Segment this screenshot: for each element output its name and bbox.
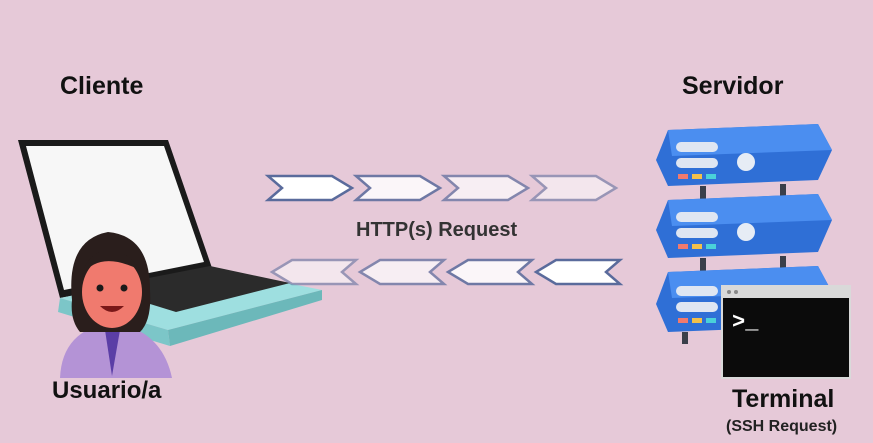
response-arrow-2 <box>445 258 536 286</box>
terminal-window-icon: >_ <box>721 285 851 379</box>
response-arrow-3 <box>357 258 448 286</box>
response-arrow-4 <box>269 258 360 286</box>
user-label: Usuario/a <box>52 377 162 404</box>
request-arrows <box>264 174 619 202</box>
request-arrow-3 <box>440 174 531 202</box>
response-arrow-1 <box>533 258 624 286</box>
ssh-request-label: (SSH Request) <box>726 418 838 435</box>
response-arrows <box>269 258 624 286</box>
request-arrow-2 <box>352 174 443 202</box>
laptop-icon <box>18 140 322 346</box>
request-arrow-1 <box>264 174 355 202</box>
client-title: Cliente <box>60 72 144 100</box>
http-request-label: HTTP(s) Request <box>356 219 518 241</box>
terminal-title: Terminal <box>732 385 835 413</box>
server-unit-1 <box>656 124 832 186</box>
server-title: Servidor <box>682 72 784 100</box>
user-avatar-icon <box>60 232 172 378</box>
terminal-prompt: >_ <box>732 310 759 335</box>
server-unit-2 <box>656 194 832 258</box>
request-arrow-4 <box>528 174 619 202</box>
